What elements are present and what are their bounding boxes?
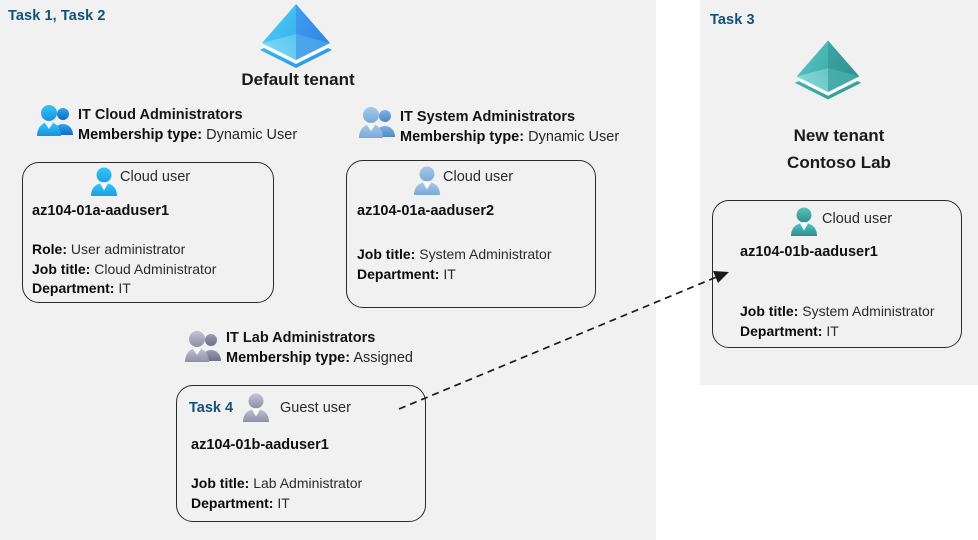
guest-user-icon [242, 392, 270, 422]
card-user-type: Guest user [280, 400, 351, 416]
cloud-user-icon [790, 206, 818, 236]
attr-label: Job title: [191, 475, 250, 491]
attr-job-title: Job title: System Administrator [357, 245, 552, 265]
attr-label: Department: [357, 265, 440, 282]
attr-job-title: Job title: Cloud Administrator [32, 260, 216, 280]
membership-value: Dynamic User [206, 127, 298, 143]
group-name: IT System Administrators [400, 109, 576, 125]
default-tenant-panel [0, 0, 656, 540]
group-membership: Membership type: Assigned [226, 348, 413, 368]
card-user-type: Cloud user [822, 211, 893, 227]
user-card-aaduser1[interactable] [22, 162, 274, 303]
card-upn: az104-01b-aaduser1 [191, 437, 329, 453]
new-tenant-title: New tenant [793, 126, 885, 145]
attr-value: System Administrator [419, 246, 552, 262]
user-card-b-aaduser1[interactable] [712, 200, 962, 348]
guest-user-card-aaduser1[interactable] [176, 385, 426, 522]
task-label-3: Task 3 [710, 12, 755, 28]
attr-department: Department: IT [191, 494, 362, 514]
attr-label: Job title: [740, 303, 799, 319]
membership-label: Membership type: [78, 127, 203, 143]
task-label-4: Task 4 [189, 400, 234, 416]
attr-value: IT [826, 322, 839, 339]
attr-value: User administrator [70, 241, 186, 257]
attr-department: Department: IT [32, 279, 216, 299]
membership-value: Dynamic User [528, 129, 620, 145]
attr-label: Role: [32, 241, 67, 257]
group-users-icon [36, 104, 76, 138]
group-users-icon [358, 106, 398, 140]
azure-ad-tenant-icon [258, 2, 334, 68]
attr-value: System Administrator [802, 303, 935, 319]
group-membership: Membership type: Dynamic User [78, 125, 297, 145]
group-header-it-cloud-administrators: IT Cloud Administrators Membership type:… [78, 106, 297, 145]
task-label-1-2: Task 1, Task 2 [8, 8, 106, 24]
attr-value: Cloud Administrator [94, 260, 217, 277]
attr-label: Job title: [357, 246, 416, 262]
attr-value: IT [277, 494, 290, 511]
group-membership: Membership type: Dynamic User [400, 127, 619, 147]
card-attributes: Job title: System Administrator Departme… [357, 245, 552, 284]
card-upn: az104-01b-aaduser1 [740, 244, 878, 260]
attr-value: IT [443, 265, 456, 282]
membership-label: Membership type: [226, 350, 351, 366]
group-header-it-system-administrators: IT System Administrators Membership type… [400, 108, 619, 147]
attr-role: Role: User administrator [32, 240, 216, 260]
group-users-icon [184, 330, 224, 364]
attr-value: Lab Administrator [253, 475, 363, 491]
attr-value: IT [118, 280, 131, 296]
cloud-user-icon [90, 166, 118, 196]
attr-job-title: Job title: Lab Administrator [191, 474, 362, 494]
card-user-type: Cloud user [443, 169, 514, 185]
azure-ad-tenant-icon [793, 38, 863, 100]
attr-label: Job title: [32, 260, 91, 277]
attr-label: Department: [740, 322, 823, 339]
attr-department: Department: IT [357, 265, 552, 285]
attr-label: Department: [191, 494, 274, 511]
new-tenant-subtitle: Contoso Lab [787, 153, 891, 172]
card-user-type: Cloud user [120, 169, 191, 185]
card-upn: az104-01a-aaduser2 [357, 203, 495, 219]
membership-value: Assigned [353, 350, 413, 366]
card-attributes: Job title: Lab Administrator Department:… [191, 474, 362, 513]
group-name: IT Lab Administrators [226, 330, 376, 346]
card-attributes: Job title: System Administrator Departme… [740, 302, 935, 341]
card-attributes: Role: User administrator Job title: Clou… [32, 240, 216, 299]
group-header-it-lab-administrators: IT Lab Administrators Membership type: A… [226, 329, 413, 368]
card-upn: az104-01a-aaduser1 [32, 203, 170, 219]
default-tenant-title: Default tenant [241, 70, 355, 89]
group-name: IT Cloud Administrators [78, 107, 243, 123]
cloud-user-icon [413, 165, 441, 195]
attr-label: Department: [32, 280, 115, 296]
attr-job-title: Job title: System Administrator [740, 302, 935, 322]
attr-department: Department: IT [740, 322, 935, 342]
membership-label: Membership type: [400, 129, 525, 145]
